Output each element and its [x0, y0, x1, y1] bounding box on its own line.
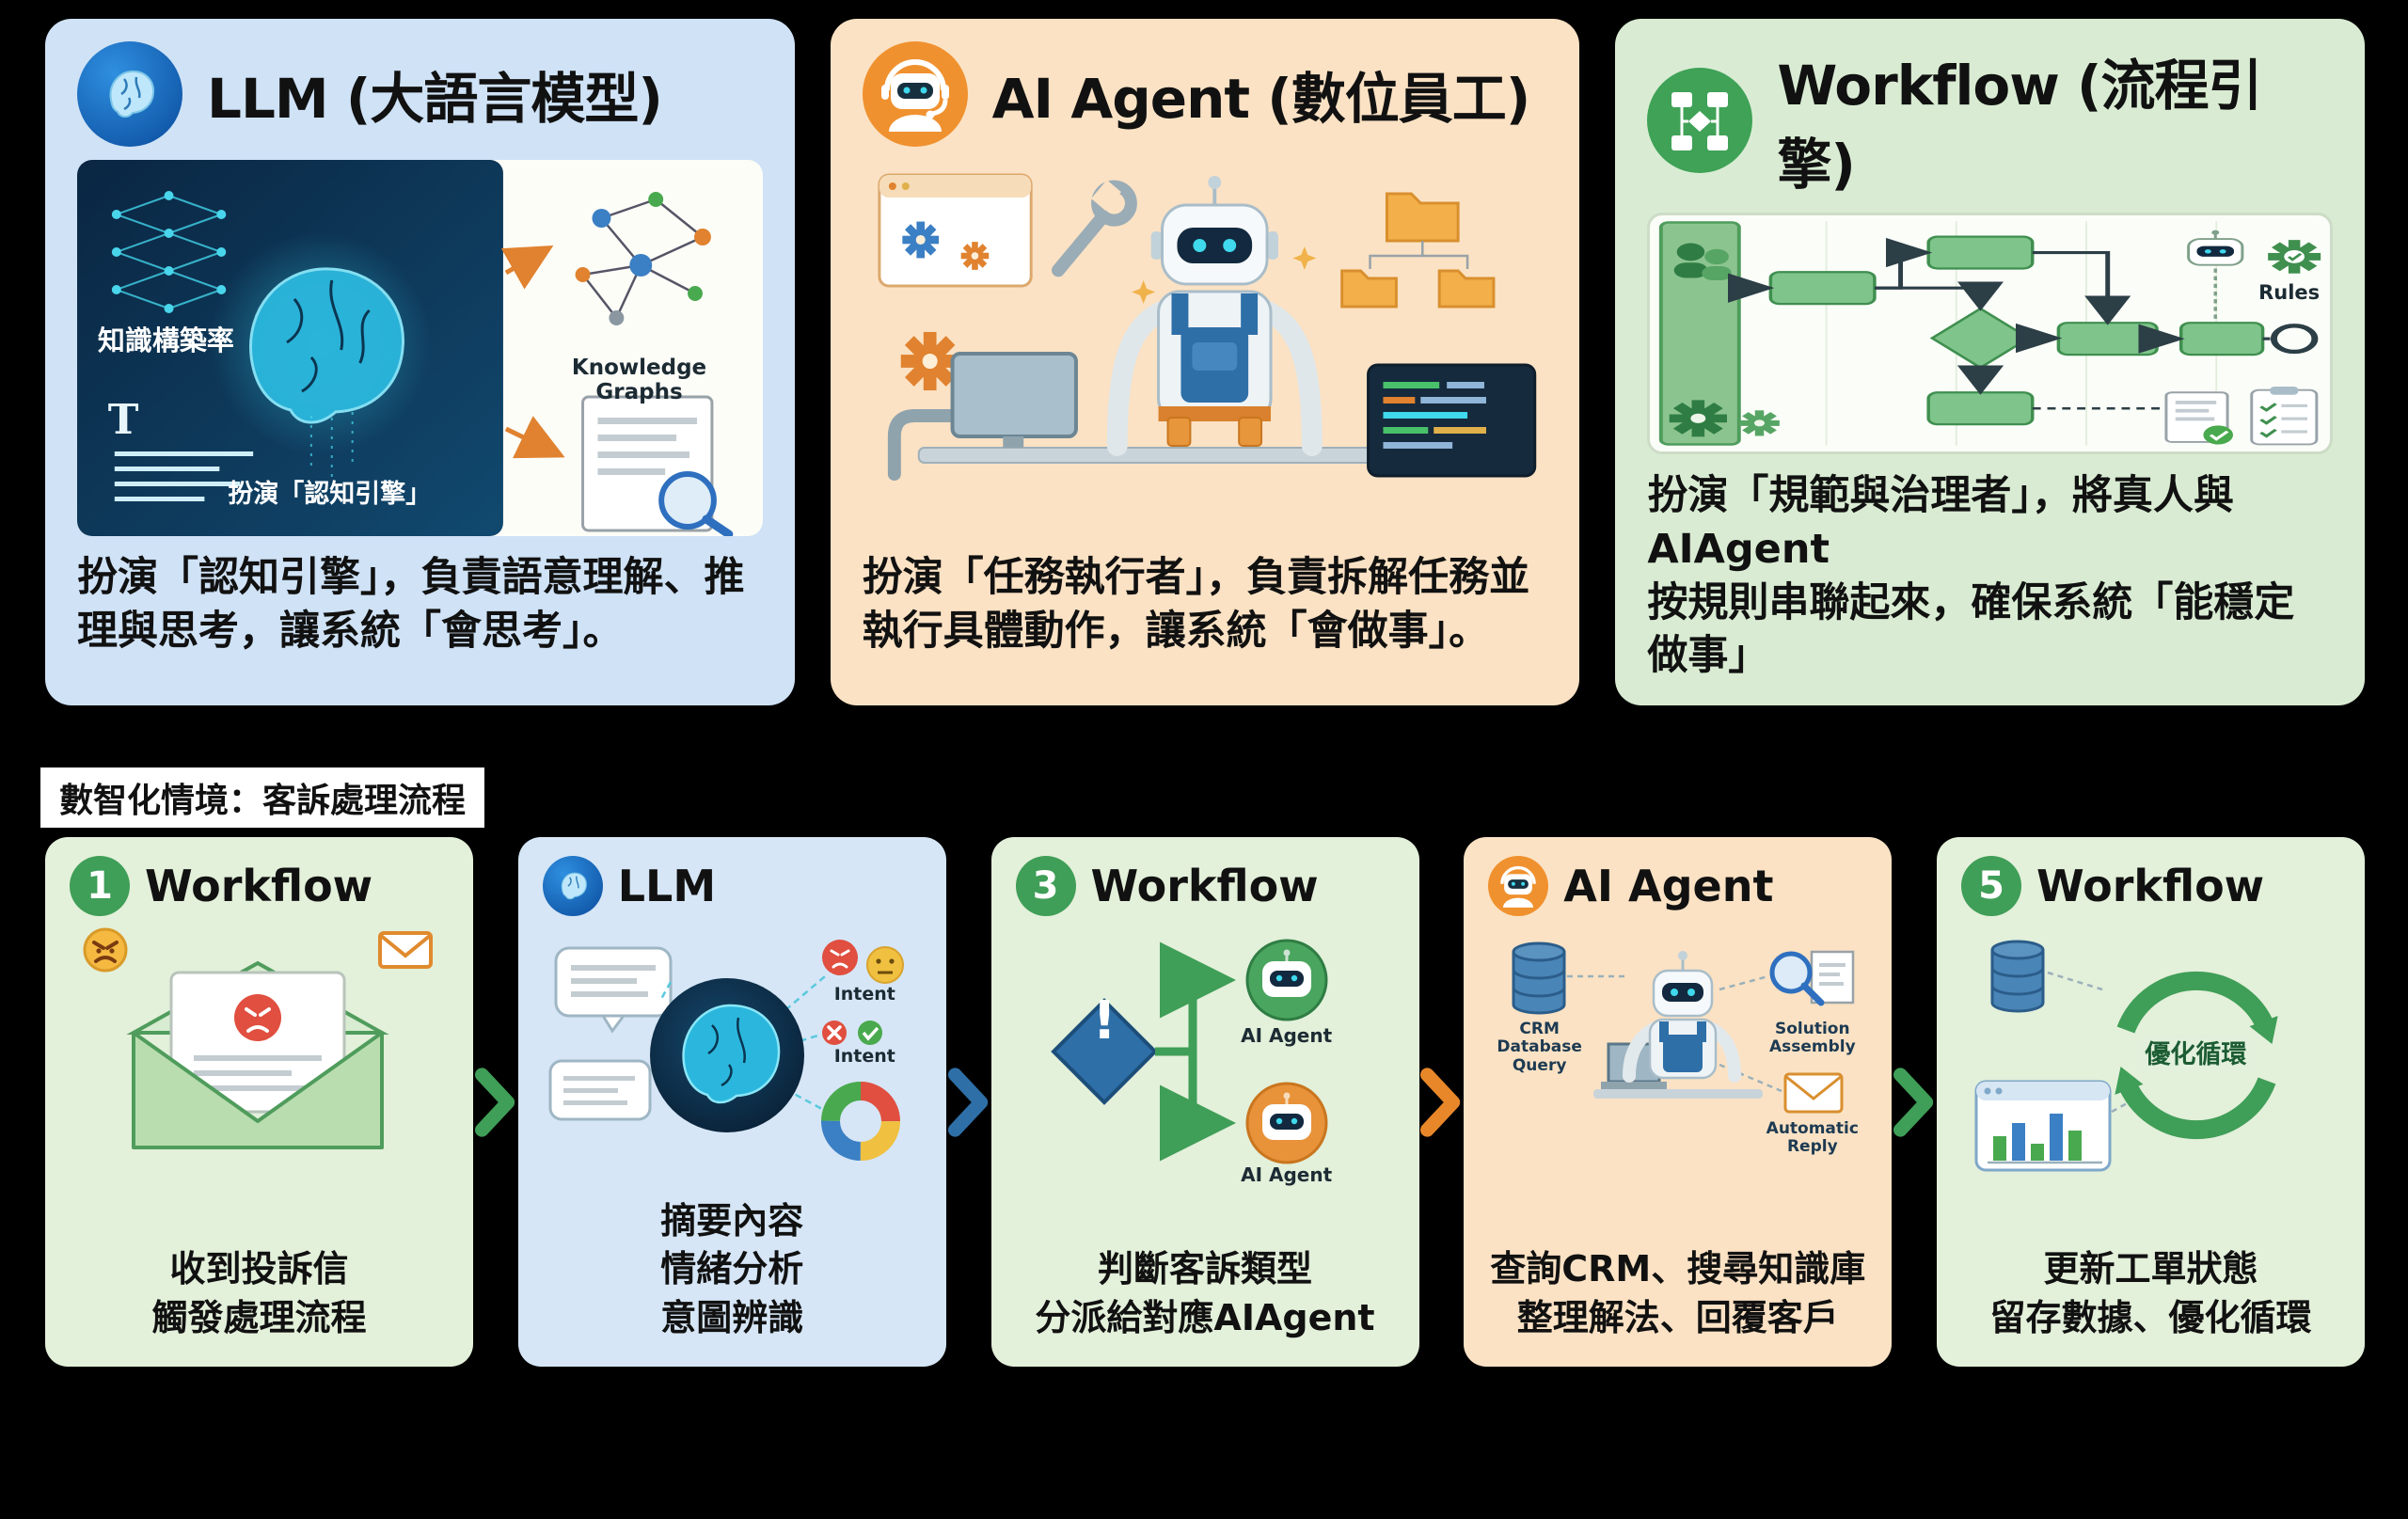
agent-work-graphic — [1512, 941, 1855, 1114]
llm-card-title: LLM (大語言模型) — [207, 67, 663, 131]
crm-database-query-label: CRM Database Query — [1497, 1019, 1582, 1075]
exclamation-label: ! — [1092, 990, 1117, 1052]
step-5-header: 5 Workflow — [1961, 856, 2340, 916]
number-3-badge: 3 — [1015, 856, 1076, 916]
step-5-illustration: 優化循環 — [1961, 924, 2340, 1185]
step-3-title: Workflow — [1090, 861, 1319, 911]
intent-label-top: Intent — [833, 984, 895, 1005]
number-1-badge: 1 — [70, 856, 130, 916]
step-1-illustration — [70, 924, 449, 1185]
ai-agent-illustration — [863, 160, 1548, 536]
step-3-workflow: 3 Workflow — [990, 837, 1419, 1367]
step-1-description: 收到投訴信 觸發處理流程 — [151, 1248, 367, 1338]
ai-agent-description: 扮演「任務執行者」，負責拆解任務並 執行具體動作，讓系統「會做事」。 — [862, 554, 1530, 655]
brain-icon — [77, 41, 182, 147]
scenario-label: 數智化情境：客訴處理流程 — [37, 764, 489, 831]
ai-agent-illustration-graphic — [878, 173, 1536, 481]
arrow-right-icon — [1893, 1065, 1937, 1140]
step-3-description: 判斷客訴類型 分派給對應AIAgent — [1035, 1248, 1375, 1338]
step-2-title: LLM — [617, 861, 717, 911]
llm-analysis-graphic — [548, 940, 904, 1161]
step-3-header: 3 Workflow — [1015, 856, 1395, 916]
ai-agent-card: AI Agent (數位員工) — [830, 19, 1580, 705]
step-4-header: AI Agent — [1488, 856, 1867, 916]
cognitive-engine-label: 扮演「認知引擎」 — [228, 480, 432, 509]
step-2-illustration: Intent Intent — [543, 924, 922, 1185]
process-steps-row: 1 Workflow — [45, 837, 2365, 1367]
solution-assembly-label: Solution Assembly — [1768, 1019, 1856, 1057]
brain-icon — [542, 856, 603, 916]
step-3-illustration: ! AI Agent AI Agent — [1016, 924, 1395, 1185]
step-2-description: 摘要內容 情緒分析 意圖辨識 — [660, 1200, 804, 1338]
flowchart-icon — [1647, 68, 1753, 173]
knowledge-rate-label: 知識構築率 — [97, 324, 234, 356]
arrow-right-icon — [1419, 1065, 1464, 1140]
rules-label: Rules — [2258, 281, 2321, 305]
llm-illustration-graphic — [77, 160, 734, 536]
step-1-workflow: 1 Workflow — [45, 837, 473, 1367]
workflow-card-title: Workflow (流程引擎) — [1777, 54, 2262, 197]
ai-agent-card-title: AI Agent (數位員工) — [991, 67, 1531, 131]
step-4-ai-agent: AI Agent — [1464, 837, 1893, 1367]
workflow-card-header: Workflow (流程引擎) — [1647, 41, 2333, 199]
knowledge-graphs-label: Knowledge Graphs — [571, 356, 707, 405]
arrow-right-icon — [946, 1065, 990, 1140]
step-2-header: LLM — [542, 856, 922, 916]
concept-cards-row: LLM (大語言模型) — [45, 19, 2366, 705]
step-4-title: AI Agent — [1563, 861, 1774, 911]
workflow-description: 扮演「規範與治理者」，將真人與AIAgent 按規則串聯起來，確保系統「能穩定做… — [1647, 472, 2295, 680]
llm-description: 扮演「認知引擎」，負責語意理解、推 理與思考，讓系統「會思考」。 — [77, 554, 745, 655]
workflow-illustration-graphic — [1657, 221, 2331, 446]
llm-card: LLM (大語言模型) — [45, 19, 795, 705]
t-letter-label: T — [107, 396, 139, 444]
step-5-description: 更新工單狀態 留存數據、優化循環 — [1989, 1248, 2312, 1338]
intent-label-bottom: Intent — [833, 1045, 895, 1067]
arrow-right-icon — [473, 1065, 517, 1140]
automatic-reply-label: Automatic Reply — [1766, 1118, 1859, 1157]
complaint-envelope-graphic — [83, 927, 433, 1149]
step-4-illustration: CRM Database Query Solution Assembly Aut… — [1488, 924, 1867, 1185]
workflow-card: Workflow (流程引擎) — [1615, 19, 2366, 705]
number-5-badge: 5 — [1961, 856, 2021, 916]
step-5-title: Workflow — [2036, 861, 2265, 911]
robot-icon — [1488, 856, 1549, 916]
step-5-workflow: 5 Workflow — [1937, 837, 2365, 1367]
llm-card-header: LLM (大語言模型) — [77, 41, 763, 147]
step-2-llm: LLM — [517, 837, 946, 1367]
workflow-illustration: Rules — [1647, 213, 2334, 454]
ai-agent-card-header: AI Agent (數位員工) — [862, 41, 1548, 147]
ai-agent-label-bottom: AI Agent — [1241, 1163, 1333, 1186]
ai-agent-label-top: AI Agent — [1241, 1024, 1333, 1048]
step-1-title: Workflow — [145, 861, 373, 911]
step-4-description: 查詢CRM、搜尋知識庫 整理解法、回覆客戶 — [1490, 1248, 1866, 1338]
robot-icon — [862, 41, 968, 147]
step-1-header: 1 Workflow — [70, 856, 449, 916]
optimization-loop-label: 優化循環 — [2135, 1036, 2257, 1073]
llm-illustration: 知識構築率 T 扮演「認知引擎」 Knowledge Graphs — [77, 160, 763, 536]
routing-graphic — [1050, 939, 1327, 1164]
optimization-loop-graphic — [1974, 940, 2278, 1172]
